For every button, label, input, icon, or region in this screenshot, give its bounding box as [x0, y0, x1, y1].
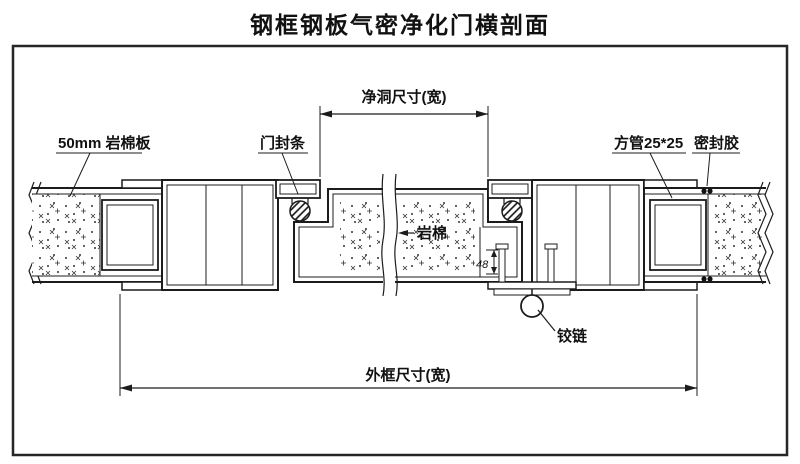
bottom-dimension: 外框尺寸(宽): [119, 294, 698, 396]
right-break-lines: [757, 181, 774, 285]
top-dimension: 净洞尺寸(宽): [319, 88, 489, 177]
hinge-callout: 铰链: [537, 309, 588, 345]
hinge-assembly: [487, 243, 577, 318]
rockwool-board-label: 50mm 岩棉板: [58, 134, 152, 152]
left-door-seal-gasket: [289, 200, 311, 222]
drawing-title: 钢框钢板气密净化门横剖面: [250, 12, 550, 38]
right-wall-panel: [644, 187, 766, 283]
right-door-seal-gasket: [501, 200, 523, 222]
net-opening-label: 净洞尺寸(宽): [362, 88, 447, 106]
section-drawing: 48: [11, 44, 789, 457]
hinge-label: 铰链: [557, 327, 588, 345]
sealant-beads: [701, 188, 713, 282]
left-door-frame: [121, 179, 321, 291]
label-sealant: 密封胶: [692, 134, 740, 187]
leaf-break-lines: [381, 173, 398, 297]
door-seal-label: 门封条: [260, 134, 306, 152]
dim-48: 48: [476, 249, 498, 275]
dim-48-value: 48: [476, 259, 489, 271]
right-square-tube: [649, 199, 707, 271]
left-square-tube: [101, 199, 159, 271]
label-square-tube: 方管25*25: [612, 134, 686, 199]
square-tube-label: 方管25*25: [614, 134, 683, 152]
sealant-label: 密封胶: [694, 134, 739, 152]
label-rockwool-board: 50mm 岩棉板: [56, 134, 152, 197]
rockwool-label: 岩棉: [416, 224, 447, 242]
outer-frame-label: 外框尺寸(宽): [365, 366, 451, 384]
left-wall-panel: [32, 187, 162, 283]
label-door-seal: 门封条: [258, 134, 308, 195]
rockwool-callout: 岩棉: [398, 224, 447, 242]
